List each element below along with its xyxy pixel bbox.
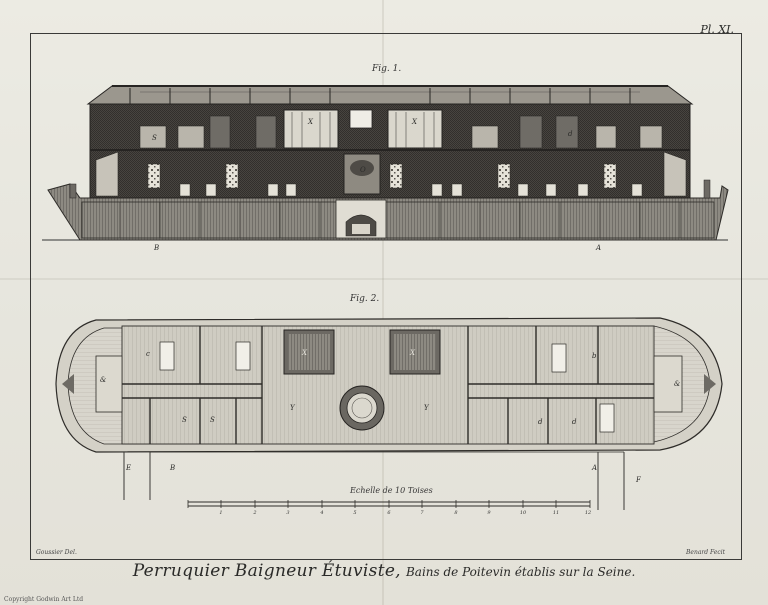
- plate-number: Pl. XI.: [700, 23, 734, 36]
- scale-tick: 6: [387, 510, 391, 516]
- scale-tick: 1: [219, 510, 222, 516]
- room-marker: S: [152, 134, 157, 142]
- plan-room-marker: S: [210, 416, 215, 424]
- room-marker: d: [568, 130, 573, 138]
- plan-marker: E: [125, 464, 131, 472]
- plan-marker: A: [591, 464, 597, 472]
- scale-tick: 5: [353, 510, 356, 516]
- figure-1-label: Fig. 1.: [372, 64, 402, 74]
- scale-tick: 2: [252, 510, 256, 516]
- room-marker: O: [360, 166, 366, 174]
- scale-tick: 11: [553, 510, 559, 516]
- plan-marker: B: [169, 464, 175, 472]
- plan-room-marker: Y: [290, 404, 296, 412]
- plan-room-marker: &: [100, 376, 106, 384]
- scale-tick: 8: [454, 510, 457, 516]
- credit-engraver: Benard Fecit: [686, 549, 726, 556]
- scale-tick: 12: [585, 510, 591, 516]
- scale-tick: 4: [319, 510, 323, 516]
- plan-room-marker: d: [572, 418, 577, 426]
- plan-room-marker: X: [409, 349, 416, 357]
- elevation-drawing: [42, 85, 729, 241]
- plan-drawing: [55, 317, 723, 510]
- scale-tick: 7: [420, 510, 424, 516]
- plan-room-marker: X: [301, 349, 308, 357]
- plan-room-marker: S: [182, 416, 187, 424]
- scale-tick: 3: [286, 510, 289, 516]
- room-marker: X: [411, 118, 418, 126]
- elevation-marker: B: [153, 244, 159, 252]
- paper-fold-vertical: [382, 0, 384, 605]
- scale-tick: 9: [487, 510, 491, 516]
- figure-2-label: Fig. 2.: [350, 294, 380, 304]
- copyright-watermark: Copyright Godwin Art Ltd: [4, 596, 84, 603]
- elevation-marker: A: [595, 244, 601, 252]
- plate-frame: [30, 33, 742, 560]
- plate-caption: Perruquier Baigneur Étuviste, Bains de P…: [0, 561, 768, 581]
- scale-bar: 1 2 3 4 5 6 7 8 9 10 11 12: [187, 500, 591, 516]
- paper-fold-horizontal: [0, 278, 768, 280]
- plan-room-marker: Y: [424, 404, 430, 412]
- plan-room-marker: c: [146, 350, 150, 358]
- plan-room-marker: &: [674, 380, 680, 388]
- credit-designer: Goussier Del.: [36, 549, 77, 556]
- plan-room-marker: d: [538, 418, 543, 426]
- plan-marker: F: [635, 476, 642, 484]
- plan-room-marker: b: [592, 352, 597, 360]
- caption-sub: Bains de Poitevin établis sur la Seine.: [405, 565, 636, 579]
- room-marker: X: [307, 118, 314, 126]
- scale-label: Echelle de 10 Toises: [350, 486, 433, 495]
- caption-main: Perruquier Baigneur Étuviste,: [132, 561, 401, 581]
- scale-tick: 10: [520, 510, 527, 516]
